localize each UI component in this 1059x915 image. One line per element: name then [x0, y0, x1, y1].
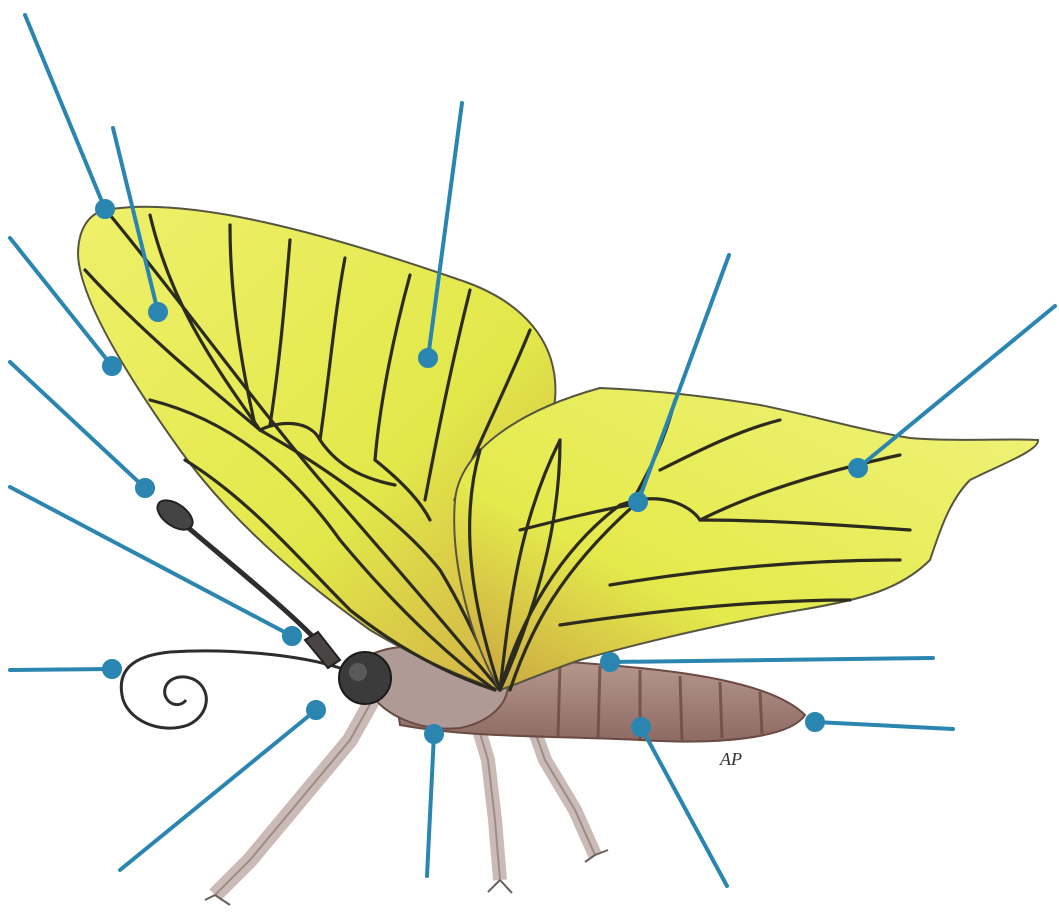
leader-line-13 — [426, 726, 442, 876]
leader-line-10 — [602, 654, 933, 670]
head — [305, 632, 391, 704]
fore-leg — [215, 690, 378, 895]
leader-line-11 — [807, 714, 953, 730]
leader-line-12 — [120, 702, 324, 870]
artist-signature: AP — [719, 749, 742, 769]
leader-line-5 — [10, 362, 153, 496]
fore-leg-claw — [205, 895, 230, 905]
leader-line-1 — [25, 15, 113, 217]
mid-leg-claw — [488, 880, 512, 893]
hindwing — [454, 388, 1038, 690]
leader-line-14 — [633, 719, 727, 886]
leader-line-9 — [10, 661, 120, 677]
